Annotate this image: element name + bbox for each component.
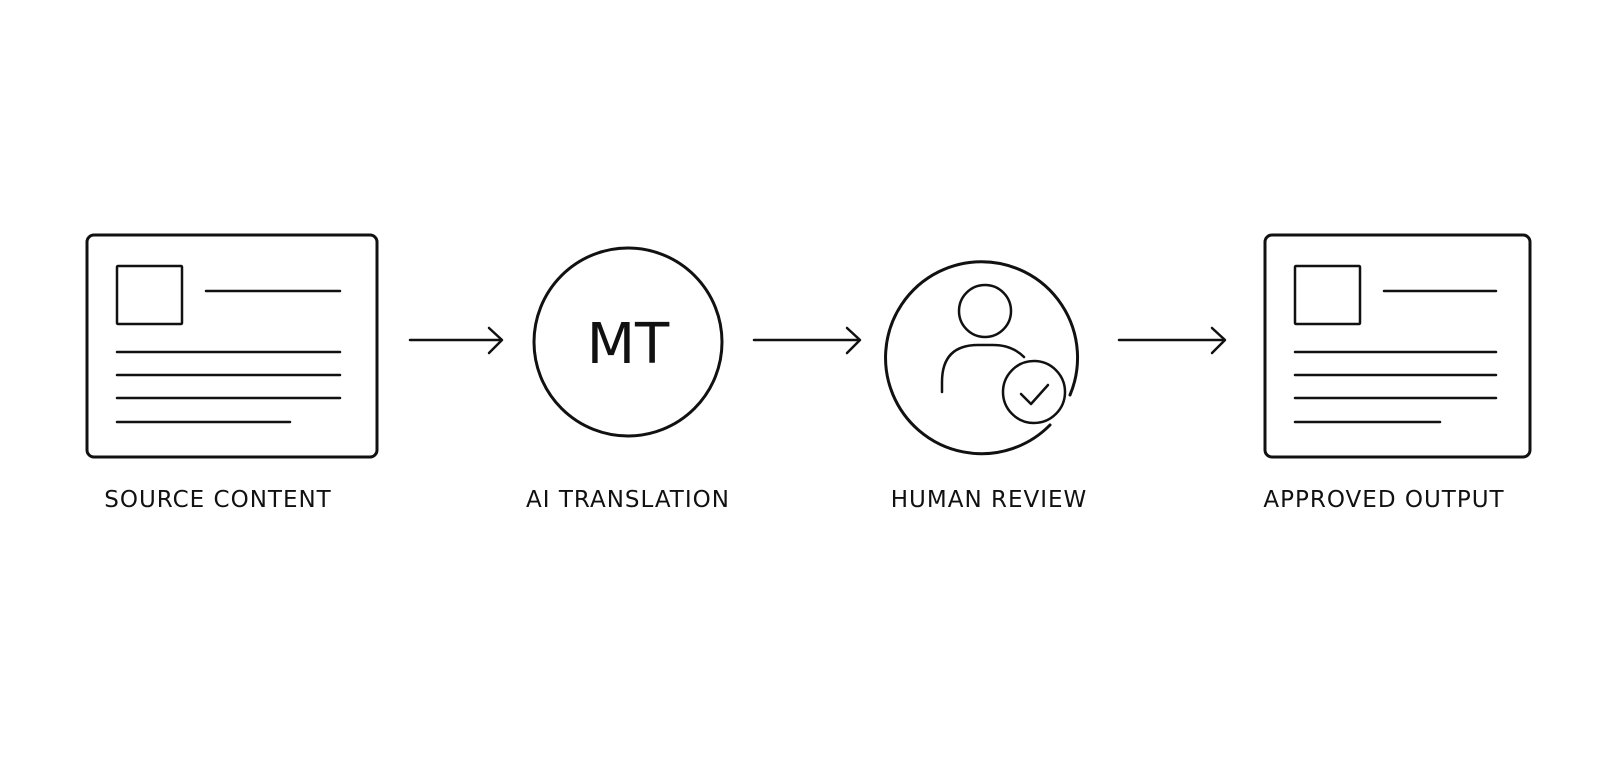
- step-source-content: SOURCE CONTENT: [85, 233, 379, 513]
- arrow-right-icon: [408, 326, 504, 355]
- person-head-icon: [957, 283, 1013, 339]
- machine-translation-icon: [532, 246, 724, 438]
- human-review-label: HUMAN REVIEW: [891, 487, 1088, 513]
- output-document-icon: [1263, 233, 1532, 459]
- arrow-right-icon: [752, 326, 862, 355]
- mt-badge-text: MT: [587, 312, 670, 377]
- source-document-icon: [85, 233, 379, 459]
- person-shoulders-icon: [940, 343, 1026, 394]
- ai-translation-label: AI TRANSLATION: [526, 487, 730, 513]
- check-badge-icon: [1001, 359, 1067, 425]
- step-approved-output: APPROVED OUTPUT: [1263, 233, 1532, 513]
- check-icon: [1019, 383, 1050, 406]
- source-content-label: SOURCE CONTENT: [104, 487, 331, 513]
- arrow-right-icon: [1117, 326, 1227, 355]
- step-human-review: HUMAN REVIEW: [884, 260, 1088, 513]
- step-ai-translation: MT AI TRANSLATION: [526, 246, 730, 513]
- approved-output-label: APPROVED OUTPUT: [1263, 487, 1504, 513]
- reviewer-check-icon: [884, 260, 1080, 456]
